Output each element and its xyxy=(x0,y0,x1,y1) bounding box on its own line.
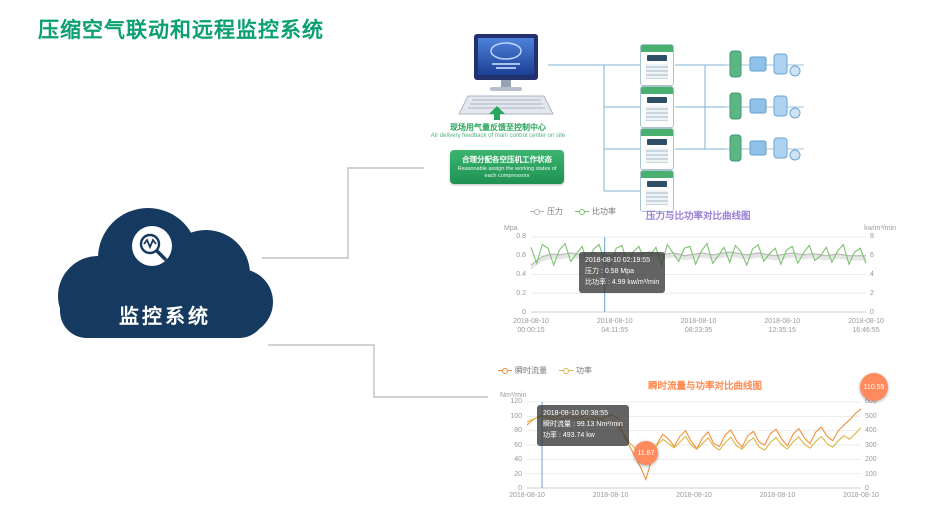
y-axis-tick-label: 20 xyxy=(514,470,522,478)
plot-area[interactable]: 2018-08-10 00:38:55 瞬时流量 : 99.13 Nm³/min… xyxy=(526,401,862,489)
y-axis-tick-label: 0 xyxy=(870,309,874,316)
y-axis-tick-label: 120 xyxy=(510,398,522,405)
y-axis-tick-label: 60 xyxy=(514,441,522,449)
compressor-unit xyxy=(640,44,674,86)
assign-text-cn: 合理分配各空压机工作状态 xyxy=(462,155,552,164)
y-axis-tick-label: 300 xyxy=(865,441,877,449)
y-axis-tick-label: 0.6 xyxy=(516,252,526,259)
right-axis-ticks: 8 6 4 2 0 xyxy=(870,233,874,316)
compressor-unit xyxy=(640,170,674,212)
left-axis-ticks: 0.8 0.6 0.4 0.2 0 xyxy=(498,233,526,316)
y-axis-tick-label: 400 xyxy=(865,427,877,434)
feedback-text-block: 现场用气量反馈至控制中心 Air delivery feedback of ma… xyxy=(430,122,566,141)
plot-area[interactable]: 2018-08-10 02:19:55 压力 : 0.58 Mpa 比功率 : … xyxy=(530,236,867,313)
cloud-label: 监控系统 xyxy=(119,306,211,328)
air-treatment-equipment xyxy=(726,92,804,120)
chart-legend: 瞬时流量 功率 xyxy=(498,365,592,376)
legend-marker-icon xyxy=(530,208,544,215)
left-axis-unit: Mpa xyxy=(504,225,518,232)
legend-label: 瞬时流量 xyxy=(515,366,547,375)
y-axis-tick-label: 6 xyxy=(870,252,874,259)
legend-item[interactable]: 功率 xyxy=(559,365,592,376)
y-axis-tick-label: 40 xyxy=(514,456,522,463)
y-axis-tick-label: 80 xyxy=(514,427,522,434)
tooltip-power: 功率 : 493.74 kw xyxy=(543,431,595,439)
tooltip-pressure: 压力 : 0.58 Mpa xyxy=(585,267,635,275)
max-flow-badge: 110.55 xyxy=(860,373,888,401)
tooltip-time: 2018-08-10 02:19:55 xyxy=(585,257,650,264)
monitoring-cloud xyxy=(58,208,273,338)
x-axis-tick-label: 2018-08-10 xyxy=(592,492,629,499)
y-axis-tick-label: 500 xyxy=(865,412,877,420)
connector-cloud-to-diagram xyxy=(262,167,424,259)
feedback-text-en: Air delivery feedback of main control ce… xyxy=(430,133,566,139)
page-title: 压缩空气联动和远程监控系统 xyxy=(38,19,324,42)
legend-label: 压力 xyxy=(547,207,563,216)
chart-title: 压力与比功率对比曲线图 xyxy=(646,211,751,222)
y-axis-tick-label: 0 xyxy=(865,485,869,492)
left-axis-unit: Nm³/min xyxy=(500,392,527,399)
right-axis-unit: kw/m³/min xyxy=(864,225,896,232)
tooltip: 2018-08-10 02:19:55 压力 : 0.58 Mpa 比功率 : … xyxy=(579,252,666,293)
air-treatment-equipment xyxy=(726,134,804,162)
chart-title: 瞬时流量与功率对比曲线图 xyxy=(648,381,763,392)
legend-marker-icon xyxy=(559,367,573,374)
compressor-unit xyxy=(640,86,674,128)
y-axis-tick-label: 100 xyxy=(865,470,877,478)
min-flow-badge: 11.87 xyxy=(634,441,658,465)
chart-legend: 压力 比功率 xyxy=(530,206,616,217)
assign-text-en: Reasonable assign the working states of … xyxy=(457,166,557,179)
x-axis-tick-label: 2018-08-10 xyxy=(843,492,879,499)
tooltip-flow: 瞬时流量 : 99.13 Nm³/min xyxy=(543,420,623,428)
x-axis-tick-label: 2018-08-10 xyxy=(759,492,796,499)
tooltip-time: 2018-08-10 00:38:55 xyxy=(543,410,608,417)
control-computer-icon xyxy=(458,34,554,115)
left-axis-ticks: 120 100 80 60 40 20 0 xyxy=(494,398,522,492)
legend-marker-icon xyxy=(575,208,589,215)
y-axis-tick-label: 600 xyxy=(865,398,877,405)
legend-label: 功率 xyxy=(576,366,592,375)
compressor-unit xyxy=(640,128,674,170)
y-axis-tick-label: 100 xyxy=(510,412,522,420)
y-axis-tick-label: 4 xyxy=(870,271,874,278)
connector-cloud-to-chart xyxy=(268,344,488,398)
y-axis-tick-label: 2 xyxy=(870,290,874,297)
x-axis-tick-label: 2018-08-10 xyxy=(676,492,712,499)
x-axis-tick-label: 2018-08-10 xyxy=(509,492,545,499)
y-axis-tick-label: 8 xyxy=(870,233,874,240)
feedback-text-cn: 现场用气量反馈至控制中心 xyxy=(450,123,546,132)
assign-status-box: 合理分配各空压机工作状态 Reasonable assign the worki… xyxy=(450,150,564,184)
y-axis-tick-label: 0.4 xyxy=(516,271,526,278)
up-arrow-icon xyxy=(489,106,505,120)
legend-label: 比功率 xyxy=(592,207,616,216)
y-axis-tick-label: 0 xyxy=(518,485,522,492)
y-axis-tick-label: 0.8 xyxy=(516,233,526,240)
flow-power-chart: 瞬时流量 功率 瞬时流量与功率对比曲线图 Nm³/min 120 100 80 60 40… xyxy=(486,363,894,529)
y-axis-tick-label: 0.2 xyxy=(516,290,526,297)
legend-item[interactable]: 瞬时流量 xyxy=(498,365,547,376)
device-network-lines xyxy=(548,64,726,192)
tooltip: 2018-08-10 00:38:55 瞬时流量 : 99.13 Nm³/min… xyxy=(537,405,629,446)
right-axis-ticks: 600 500 400 300 200 100 0 xyxy=(865,398,877,492)
x-axis-labels: 2018-08-10 2018-08-10 2018-08-10 2018-08-10… xyxy=(509,491,879,509)
air-treatment-equipment xyxy=(726,50,804,78)
y-axis-tick-label: 200 xyxy=(865,456,877,463)
magnifier-pulse-icon xyxy=(132,226,172,266)
legend-marker-icon xyxy=(498,367,512,374)
tooltip-specific-power: 比功率 : 4.99 kw/m³/min xyxy=(585,278,660,286)
y-axis-tick-label: 0 xyxy=(522,309,526,316)
legend-item[interactable]: 压力 xyxy=(530,206,563,217)
legend-item[interactable]: 比功率 xyxy=(575,206,616,217)
